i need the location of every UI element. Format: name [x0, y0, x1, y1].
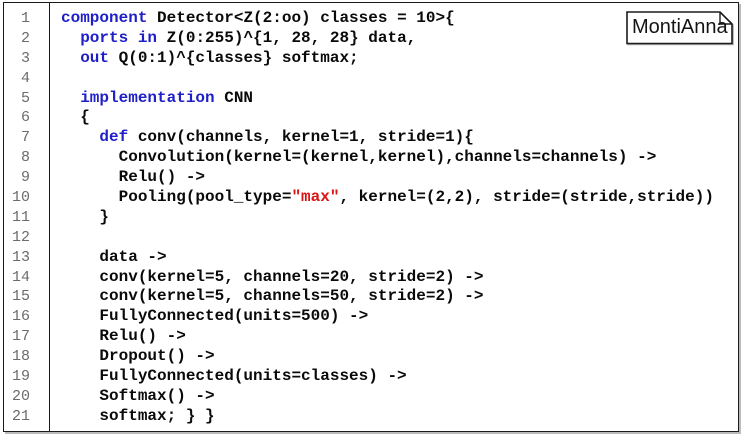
code-line: def conv(channels, kernel=1, stride=1){	[99, 128, 474, 147]
montianna-note: MontiAnna	[626, 11, 734, 45]
code-line: }	[61, 207, 110, 226]
line-number: 19	[11, 368, 30, 386]
code-line	[61, 228, 738, 248]
line-number: 17	[11, 328, 30, 346]
line-number: 5	[20, 89, 30, 107]
note-label: MontiAnna	[632, 16, 728, 38]
line-number: 13	[11, 248, 30, 266]
code-line	[61, 69, 738, 89]
code-line: Softmax() ->	[61, 386, 215, 405]
line-number: 1	[20, 10, 30, 27]
code-line: component Detector<Z(2:oo) classes = 10>…	[61, 9, 455, 27]
code-line: Convolution(kernel=(kernel,kernel),chann…	[61, 148, 657, 167]
code-line: FullyConnected(units=classes) ->	[61, 367, 407, 386]
line-number: 11	[11, 208, 30, 226]
line-number: 8	[20, 149, 30, 167]
line-number: 10	[11, 189, 30, 207]
line-number: 3	[20, 49, 30, 67]
line-number: 4	[20, 69, 30, 87]
code-line: data ->	[61, 247, 167, 266]
line-number: 18	[11, 348, 30, 366]
code-line: Relu() ->	[61, 168, 206, 187]
code-line: implementation CNN	[80, 88, 254, 107]
line-number: 7	[20, 129, 30, 147]
code-line: softmax; } }	[61, 406, 215, 425]
line-number: 15	[11, 288, 30, 306]
line-number: 9	[20, 169, 30, 187]
code-line: {	[61, 108, 90, 127]
note-shape-icon	[626, 11, 733, 45]
line-number: 6	[20, 109, 30, 127]
code-area: component Detector<Z(2:oo) classes = 10>…	[50, 3, 738, 431]
code-line: conv(kernel=5, channels=20, stride=2) ->	[61, 267, 484, 286]
line-number: 14	[11, 268, 30, 286]
code-line: Pooling(pool_type="max", kernel=(2,2), s…	[61, 188, 714, 207]
code-line: ports in Z(0:255)^{1, 28, 28} data,	[80, 28, 417, 47]
line-number: 21	[11, 407, 30, 425]
code-line: Relu() ->	[61, 327, 186, 346]
line-number: 16	[11, 308, 30, 326]
code-line: FullyConnected(units=500) ->	[61, 307, 369, 326]
line-number: 20	[11, 387, 30, 405]
line-number: 2	[20, 29, 30, 47]
line-number: 12	[11, 228, 30, 246]
code-line: out Q(0:1)^{classes} softmax;	[80, 48, 359, 67]
code-line: conv(kernel=5, channels=50, stride=2) ->	[61, 287, 484, 306]
code-line: Dropout() ->	[61, 347, 215, 366]
